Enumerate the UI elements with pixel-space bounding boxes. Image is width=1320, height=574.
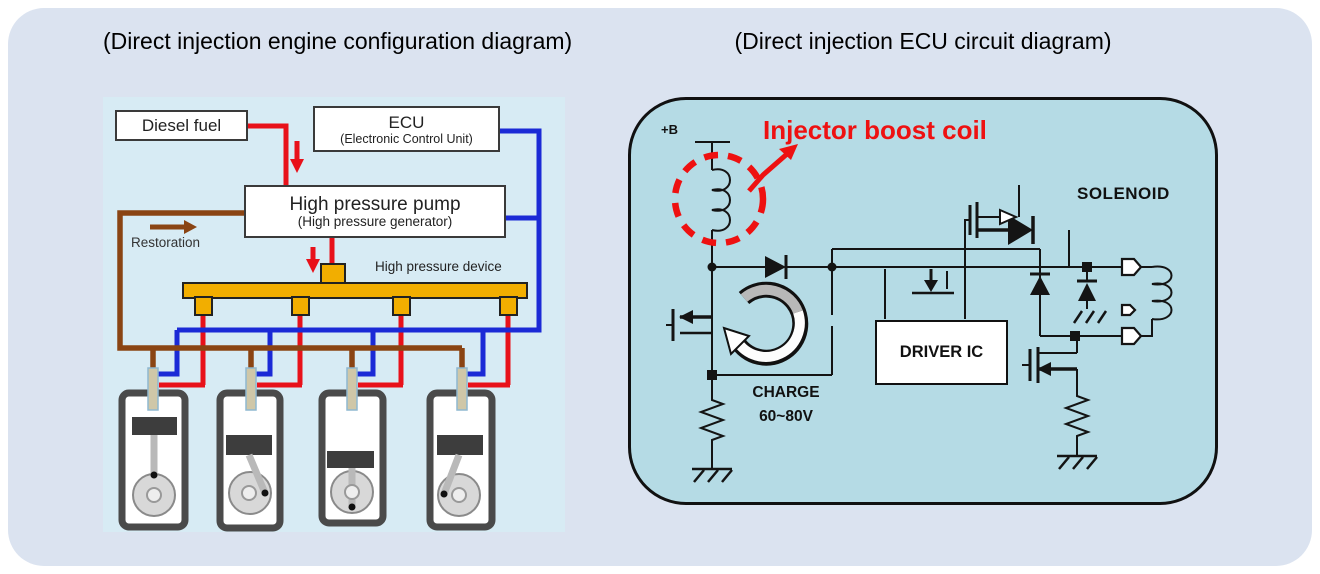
charge-label: CHARGE xyxy=(752,384,820,401)
charge-rotation-arrow-icon xyxy=(722,281,809,366)
piston-crank-assembly xyxy=(132,417,483,517)
fuel-rail xyxy=(182,263,528,316)
return-line-brown xyxy=(117,210,465,369)
component-glyphs xyxy=(679,215,1096,380)
fuel-flow-arrow-icon xyxy=(290,141,320,273)
junction-dot xyxy=(707,262,717,272)
injector-boost-coil-label: Injector boost coil xyxy=(763,115,987,145)
restoration-arrow-icon xyxy=(150,220,197,234)
highlight-arrow-icon xyxy=(747,152,789,193)
diode-icon xyxy=(765,256,786,278)
driver-ic-label: DRIVER IC xyxy=(899,343,984,361)
diesel-fuel-label: Diesel fuel xyxy=(141,116,222,135)
connector-pin-icon xyxy=(1120,257,1143,346)
cylinder-block xyxy=(118,389,496,532)
high-pressure-device-label: High pressure device xyxy=(375,259,502,274)
junction-dot xyxy=(1070,331,1080,341)
boost-coil-highlight xyxy=(671,144,798,247)
down-arrow-icon xyxy=(924,280,938,292)
solenoid-coil-icon xyxy=(1151,265,1173,321)
left-diagram-title: (Direct injection engine configuration d… xyxy=(103,28,573,54)
resistor-icon xyxy=(698,375,726,468)
junction-dot xyxy=(707,370,717,380)
injector-tube xyxy=(147,367,468,411)
driver-ic-box: DRIVER IC xyxy=(875,320,1008,385)
pump-label: High pressure pump xyxy=(289,194,461,215)
ecu-label: ECU xyxy=(388,112,425,132)
pump-sublabel: (High pressure generator) xyxy=(297,214,453,229)
right-diagram-title: (Direct injection ECU circuit diagram) xyxy=(734,28,1112,54)
resistor-icon xyxy=(1063,369,1091,455)
power-label: +B xyxy=(661,122,678,137)
mosfet-arrow-icon xyxy=(1037,362,1051,376)
charge-voltage-label: 60~80V xyxy=(759,408,813,425)
engine-diagram-graphic xyxy=(117,123,542,532)
junction-dot xyxy=(1082,262,1092,272)
ecu-circuit-diagram: +B Injector boost coil SOLENOID DRIVER I… xyxy=(628,97,1218,505)
mosfet-open-arrow-icon xyxy=(999,208,1019,226)
ecu-sublabel: (Electronic Control Unit) xyxy=(340,131,473,146)
mosfet-arrow-icon xyxy=(679,310,693,324)
solenoid-label: SOLENOID xyxy=(1077,184,1170,203)
flyback-diode-icon xyxy=(1030,276,1050,295)
engine-configuration-diagram: Diesel fuel ECU (Electronic Control Unit… xyxy=(103,97,565,532)
restoration-label: Restoration xyxy=(131,235,201,250)
junction-dot xyxy=(827,262,837,272)
ecu-signal-line-blue xyxy=(156,128,542,377)
boost-coil-icon xyxy=(711,168,731,232)
high-pressure-pump-box: High pressure pump (High pressure genera… xyxy=(244,185,506,238)
highlight-dashed-circle-icon xyxy=(671,151,767,247)
diode-icon xyxy=(1008,215,1033,245)
flyback-diode-icon xyxy=(1078,283,1096,301)
diesel-fuel-box: Diesel fuel xyxy=(115,110,248,141)
ecu-circuit-graphic xyxy=(666,141,1173,483)
ecu-box: ECU (Electronic Control Unit) xyxy=(313,106,500,152)
ground-icon xyxy=(1072,310,1108,324)
